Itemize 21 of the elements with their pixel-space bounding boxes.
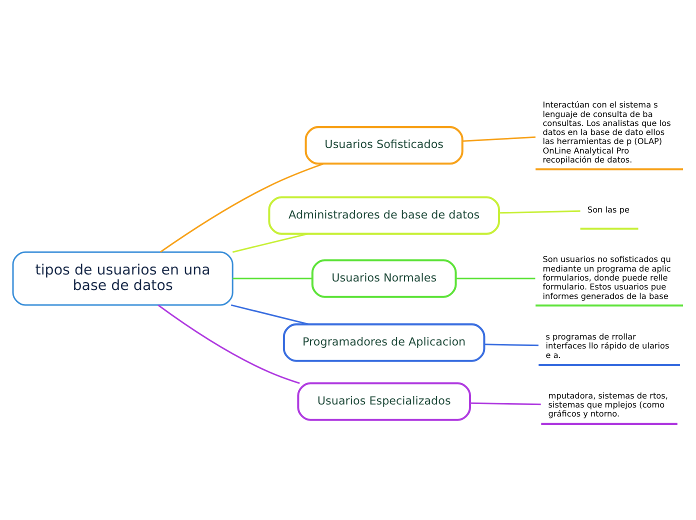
connector — [484, 343, 538, 346]
connector — [498, 210, 580, 214]
connector — [470, 402, 541, 405]
node-box: Programadores de Aplicacion — [282, 322, 486, 362]
node-text: Interactúan con el sistema s lenguaje de consulta de ba consultas. Los analistas que los datos en la base de dato ellos las herramientas de p (OLAP) OnLine Analytical Pro recopilación de datos. — [542, 99, 671, 164]
connector — [160, 162, 324, 252]
connector — [230, 304, 309, 324]
node-box: Usuarios Sofisticados — [304, 126, 464, 164]
connector — [462, 136, 536, 142]
node-box: Usuarios Especializados — [297, 382, 472, 420]
node-text: Son las pe — [587, 204, 630, 214]
connector — [232, 277, 312, 279]
node-box: tipos de usuarios en una base de datos — [12, 250, 234, 306]
node-text: mputadora, sistemas de rtos, sistemas que mplejos (como gráficos y ntorno. — [548, 390, 668, 418]
connector — [158, 304, 300, 384]
node-box: Usuarios Normales — [311, 258, 457, 298]
node-text: s programas de rrollar interfaces llo rápido de ularios e a. — [546, 330, 670, 360]
node-text: Son usuarios no sofisticados qu mediante un programa de aplic formularios, donde puede relle formulario. Estos usuarios pue informes generados de la base — [542, 254, 671, 300]
connector — [456, 277, 536, 279]
node-box: Administradores de base de datos — [268, 196, 500, 234]
connector — [232, 232, 308, 252]
